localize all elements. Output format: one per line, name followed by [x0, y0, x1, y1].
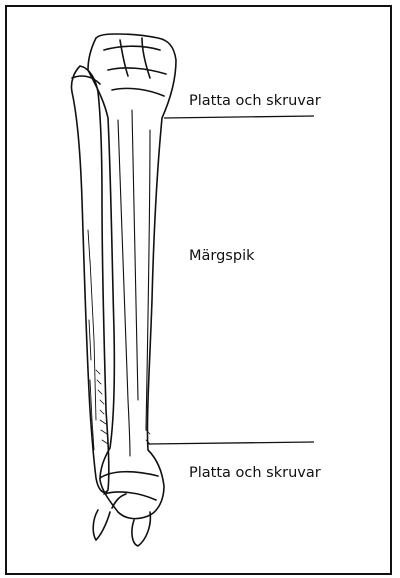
fibula-shading: [88, 230, 96, 450]
tibia-outline: [88, 34, 176, 519]
fibula-outline: [71, 66, 108, 492]
leader-line-bottom: [148, 442, 314, 444]
label-plate-screws-bottom: Platta och skruvar: [189, 465, 321, 481]
tibia-shading: [96, 370, 150, 444]
label-plate-screws-top: Platta och skruvar: [189, 93, 321, 109]
tibia-head-detail: [104, 38, 166, 96]
label-intramedullary-nail: Märgspik: [189, 248, 255, 264]
leader-line-top: [164, 116, 314, 118]
tibia-shaft-lines: [118, 110, 150, 456]
